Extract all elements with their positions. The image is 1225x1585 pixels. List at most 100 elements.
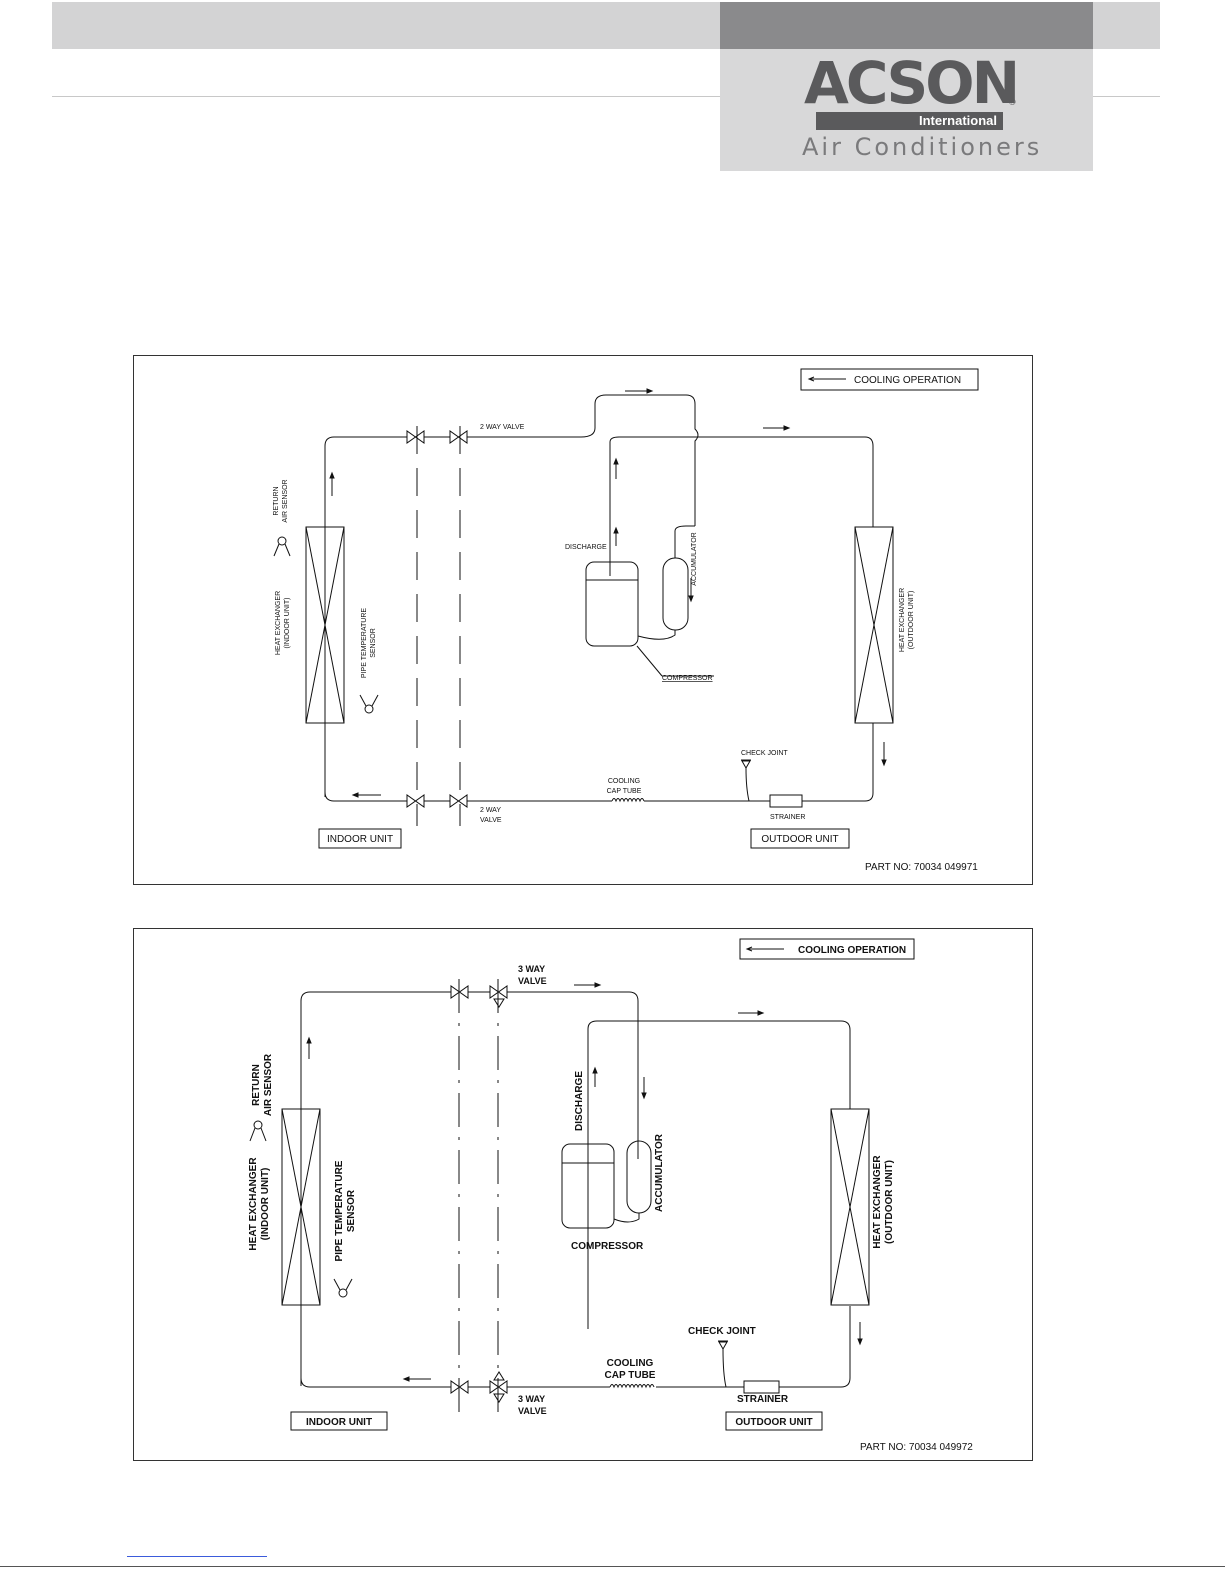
valve-top-right <box>489 985 508 999</box>
compressor-label: COMPRESSOR <box>571 1241 644 1252</box>
heat-exchanger-indoor <box>305 526 345 724</box>
outdoor-unit-box <box>750 828 850 849</box>
strainer <box>743 1380 780 1394</box>
brand-subtitle: International <box>816 112 1003 130</box>
header-divider <box>52 96 720 97</box>
pipe-left <box>300 991 451 1386</box>
strainer <box>769 794 803 808</box>
registered-mark: ® <box>1009 97 1016 107</box>
brand-logo-panel: ACSON ® International Air Conditioners <box>720 2 1093 171</box>
return-sensor-label-2: AIR SENSOR <box>263 1053 274 1116</box>
pipe-bottom-left <box>300 1377 451 1388</box>
heat-exchanger-outdoor <box>854 526 894 724</box>
piping-schematic-2way: COOLING OPERATION 2 WAY VALVE 2 WAY VALV… <box>273 368 979 873</box>
valve-bottom-label-1: 3 WAY <box>518 1394 545 1404</box>
outdoor-unit-label: OUTDOOR UNIT <box>761 834 838 845</box>
pipe-left <box>324 436 407 797</box>
discharge-label: DISCHARGE <box>574 1071 585 1131</box>
check-joint-line <box>745 767 770 802</box>
valve-top-left <box>406 430 425 444</box>
legend-label: COOLING OPERATION <box>798 945 906 956</box>
cap-tube-label-2: CAP TUBE <box>605 1370 656 1381</box>
valve-bottom-right <box>449 794 468 808</box>
valve-bottom-service-port <box>493 1371 505 1381</box>
hx-indoor-label-1: HEAT EXCHANGER <box>248 1157 259 1251</box>
capillary-tube <box>609 1384 655 1389</box>
accumulator <box>626 1140 652 1214</box>
brand-logo: ACSON <box>804 49 1020 117</box>
pipe-top-right <box>609 436 874 576</box>
valve-top-label: 2 WAY VALVE <box>480 424 525 431</box>
indoor-unit-label: INDOOR UNIT <box>306 1417 372 1428</box>
hx-indoor-label-1: HEAT EXCHANGER <box>275 591 282 655</box>
outdoor-unit-box <box>725 1411 823 1431</box>
strainer-label: STRAINER <box>737 1394 789 1405</box>
legend-box <box>800 368 979 391</box>
valve-top-label-1: 3 WAY <box>518 964 545 974</box>
piping-schematic-3way: COOLING OPERATION 3 WAY VALVE 3 WAY VALV… <box>248 938 973 1453</box>
pipe-discharge-loop <box>467 394 699 526</box>
valve-bottom-label-2: VALVE <box>480 817 502 824</box>
compressor <box>561 1143 615 1229</box>
discharge-label: DISCHARGE <box>565 544 607 551</box>
valve-top-right <box>449 430 468 444</box>
part-number: PART NO: 70034 049971 <box>865 862 978 873</box>
valve-bottom-left <box>450 1380 469 1394</box>
compressor-label: COMPRESSOR <box>662 675 713 682</box>
cap-tube-label-1: COOLING <box>607 1358 654 1369</box>
pipe-top-right <box>587 1020 851 1329</box>
valve-top-left <box>450 985 469 999</box>
accumulator-label: ACCUMULATOR <box>654 1133 665 1212</box>
indoor-unit-box <box>318 828 402 849</box>
pipe-temperature-sensor <box>364 704 374 714</box>
check-joint-line <box>722 1348 744 1388</box>
logo-panel-top <box>720 2 1093 49</box>
pipe-sensor-label-2: SENSOR <box>346 1189 357 1232</box>
pipe-sensor-label-1: PIPE TEMPERATURE <box>361 608 368 678</box>
valve-bottom-label-1: 2 WAY <box>480 807 501 814</box>
cap-tube-label-1: COOLING <box>608 778 640 785</box>
pipe-bottom-right <box>779 1306 851 1388</box>
pipe-discharge-loop <box>507 991 639 1159</box>
return-sensor-label-1: RETURN <box>251 1064 262 1106</box>
pipe-sensor-label-1: PIPE TEMPERATURE <box>334 1160 345 1261</box>
header-divider-right <box>1093 96 1160 97</box>
hx-outdoor-label-2: (OUTDOOR UNIT) <box>908 591 915 650</box>
valve-bottom-right <box>489 1380 508 1394</box>
accumulator <box>662 557 689 631</box>
hx-outdoor-label-1: HEAT EXCHANGER <box>899 588 906 652</box>
part-number: PART NO: 70034 049972 <box>860 1442 973 1453</box>
refrigerant-diagram-3way: COOLING OPERATION 3 WAY VALVE 3 WAY VALV… <box>133 928 1033 1461</box>
indoor-unit-label: INDOOR UNIT <box>327 834 393 845</box>
heat-exchanger-indoor <box>281 1108 321 1306</box>
check-joint-label: CHECK JOINT <box>741 750 788 757</box>
refrigerant-diagram-2way: COOLING OPERATION 2 WAY VALVE 2 WAY VALV… <box>133 355 1033 885</box>
pipe-temperature-sensor <box>338 1288 348 1298</box>
footer-link-underline[interactable] <box>127 1556 267 1557</box>
hx-outdoor-label-1: HEAT EXCHANGER <box>872 1155 883 1249</box>
capillary-tube <box>611 798 645 803</box>
hx-indoor-label-2: (INDOOR UNIT) <box>284 598 291 649</box>
check-joint-valve <box>741 760 751 770</box>
return-sensor-label-2: AIR SENSOR <box>282 479 289 522</box>
legend-box <box>739 938 915 960</box>
heat-exchanger-outdoor <box>830 1108 870 1306</box>
valve-bottom-label-2: VALVE <box>518 1406 547 1416</box>
return-sensor-label-1: RETURN <box>273 486 280 515</box>
hx-outdoor-label-2: (OUTDOOR UNIT) <box>884 1160 895 1244</box>
compressor <box>585 561 639 647</box>
strainer-label: STRAINER <box>770 814 805 821</box>
accumulator-label: ACCUMULATOR <box>691 532 698 585</box>
return-air-sensor <box>277 536 287 546</box>
check-joint-valve <box>718 1341 728 1351</box>
pipe-bottom-left <box>324 791 407 802</box>
valve-top-label-2: VALVE <box>518 976 547 986</box>
footer-divider <box>0 1566 1225 1567</box>
cap-tube-label-2: CAP TUBE <box>607 788 642 795</box>
return-air-sensor <box>253 1120 263 1130</box>
pipe-bottom-right <box>802 723 874 802</box>
check-joint-label: CHECK JOINT <box>688 1326 756 1337</box>
legend-label: COOLING OPERATION <box>854 375 961 386</box>
valve-bottom-service-port-2 <box>493 1393 505 1403</box>
pipe-sensor-label-2: SENSOR <box>370 628 377 658</box>
